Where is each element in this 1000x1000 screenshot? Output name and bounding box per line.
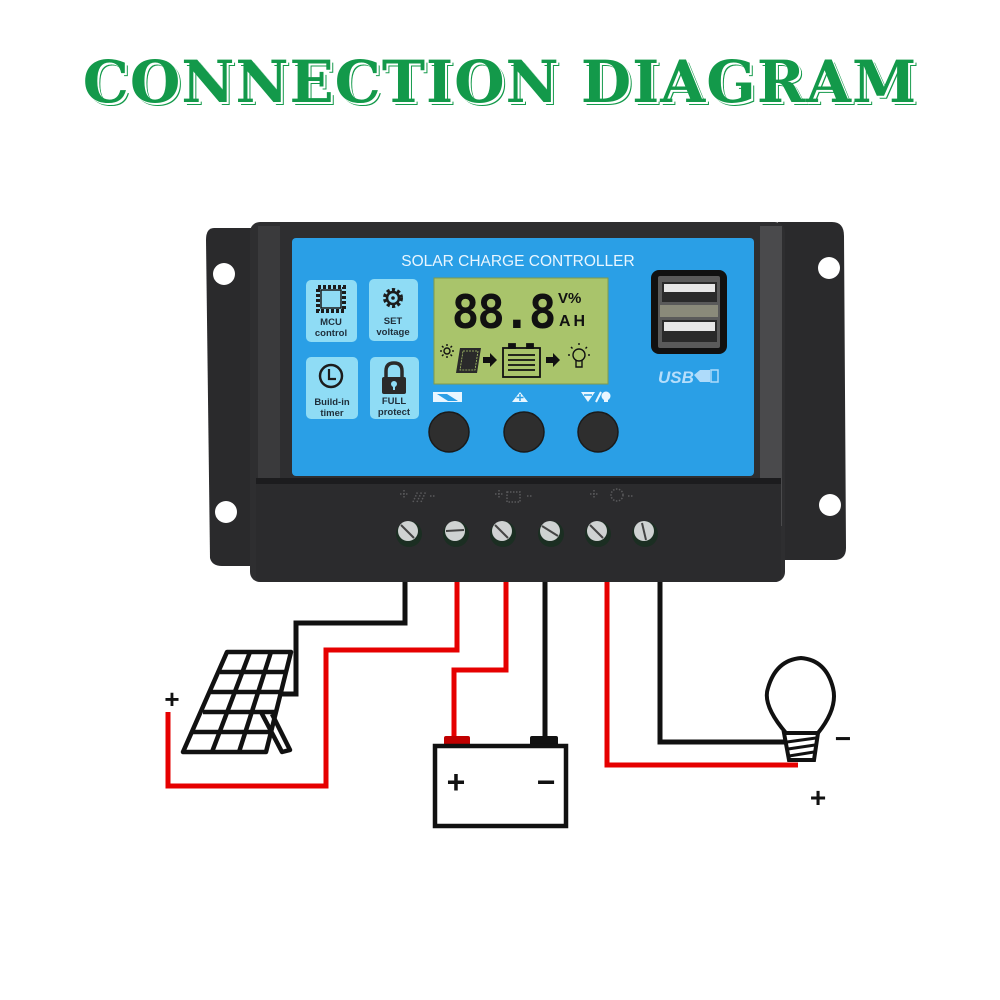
bulb-minus-label: − xyxy=(835,723,851,754)
load-terminal-label-icon xyxy=(590,488,634,502)
svg-text:voltage: voltage xyxy=(376,327,409,338)
terminal-battery-positive[interactable] xyxy=(490,521,516,547)
terminal-load-positive[interactable] xyxy=(585,521,611,547)
menu-button[interactable] xyxy=(428,411,470,453)
terminal-screws xyxy=(396,521,658,547)
wire-battery-positive xyxy=(451,570,509,740)
gear-icon xyxy=(383,288,403,308)
svg-text:protect: protect xyxy=(378,407,411,418)
bulb-icon xyxy=(568,343,590,368)
battery-negative-post xyxy=(530,736,558,746)
mount-hole xyxy=(213,263,235,285)
arrow-right-icon xyxy=(546,353,560,367)
triangle-up-plus-icon xyxy=(512,392,528,402)
menu-icon xyxy=(433,392,462,402)
feature-tile-protect: FULL protect xyxy=(370,357,419,419)
svg-text:USB: USB xyxy=(658,368,694,387)
bulb-icon xyxy=(764,655,836,762)
svg-text:control: control xyxy=(315,328,347,339)
svg-text:SET: SET xyxy=(384,316,403,327)
svg-text:timer: timer xyxy=(320,408,344,419)
arrow-right-icon xyxy=(483,353,497,367)
battery-icon xyxy=(432,736,569,829)
lcd-unit-bottom: AH xyxy=(559,313,588,330)
mount-hole xyxy=(819,494,841,516)
wires xyxy=(165,570,798,789)
diagram-title: CONNECTION DIAGRAM xyxy=(82,48,918,116)
wire-solar-positive xyxy=(165,570,460,789)
solar-plus-label: + xyxy=(164,684,179,714)
terminal-solar-positive[interactable] xyxy=(396,521,422,547)
lcd-display: 88.8 V% AH xyxy=(433,277,609,385)
battery-positive-post xyxy=(444,736,470,746)
terminal-solar-negative[interactable] xyxy=(443,521,469,547)
terminal-block xyxy=(256,478,781,582)
terminal-load-negative[interactable] xyxy=(632,521,658,547)
svg-text:FULL: FULL xyxy=(382,396,406,407)
clock-icon xyxy=(318,363,344,389)
battery-minus-label: − xyxy=(537,764,556,800)
down-minus-load-button[interactable] xyxy=(577,411,619,453)
wire-load-positive xyxy=(604,570,798,768)
svg-text:Build-in: Build-in xyxy=(314,397,350,408)
right-mounting-flange xyxy=(778,222,846,560)
lcd-digits: 88.8 xyxy=(452,285,555,339)
feature-tile-timer: Build-in timer xyxy=(306,357,358,419)
lcd-unit-top: V% xyxy=(558,290,581,307)
feature-tile-set: SET voltage xyxy=(369,279,418,341)
feature-tile-mcu: MCU control xyxy=(306,280,357,342)
solar-terminal-label-icon xyxy=(400,490,436,503)
battery-terminal-label-icon xyxy=(495,490,533,503)
solar-panel-icon xyxy=(180,649,294,755)
panel-title: SOLAR CHARGE CONTROLLER xyxy=(401,253,634,270)
usb-label: USB xyxy=(658,368,719,387)
left-mounting-flange xyxy=(206,228,262,566)
battery-icon xyxy=(502,343,541,378)
bulb-plus-label: + xyxy=(810,782,826,813)
mount-hole xyxy=(818,257,840,279)
triangle-down-minus-bulb-icon xyxy=(581,391,611,403)
wire-solar-negative xyxy=(278,570,408,697)
battery-plus-label: + xyxy=(447,764,466,800)
chip-icon xyxy=(316,285,346,313)
up-plus-button[interactable] xyxy=(503,411,545,453)
terminal-battery-negative[interactable] xyxy=(538,521,564,547)
sun-icon xyxy=(440,344,454,358)
mount-hole xyxy=(215,501,237,523)
svg-text:MCU: MCU xyxy=(320,317,342,328)
charge-controller: SOLAR CHARGE CONTROLLER MCU control SET … xyxy=(206,222,846,582)
lock-icon xyxy=(382,361,406,394)
usb-port-block[interactable] xyxy=(651,270,727,354)
wire-load-negative xyxy=(657,570,790,745)
solar-panel-icon xyxy=(456,348,481,373)
terminal-markings xyxy=(400,488,634,503)
